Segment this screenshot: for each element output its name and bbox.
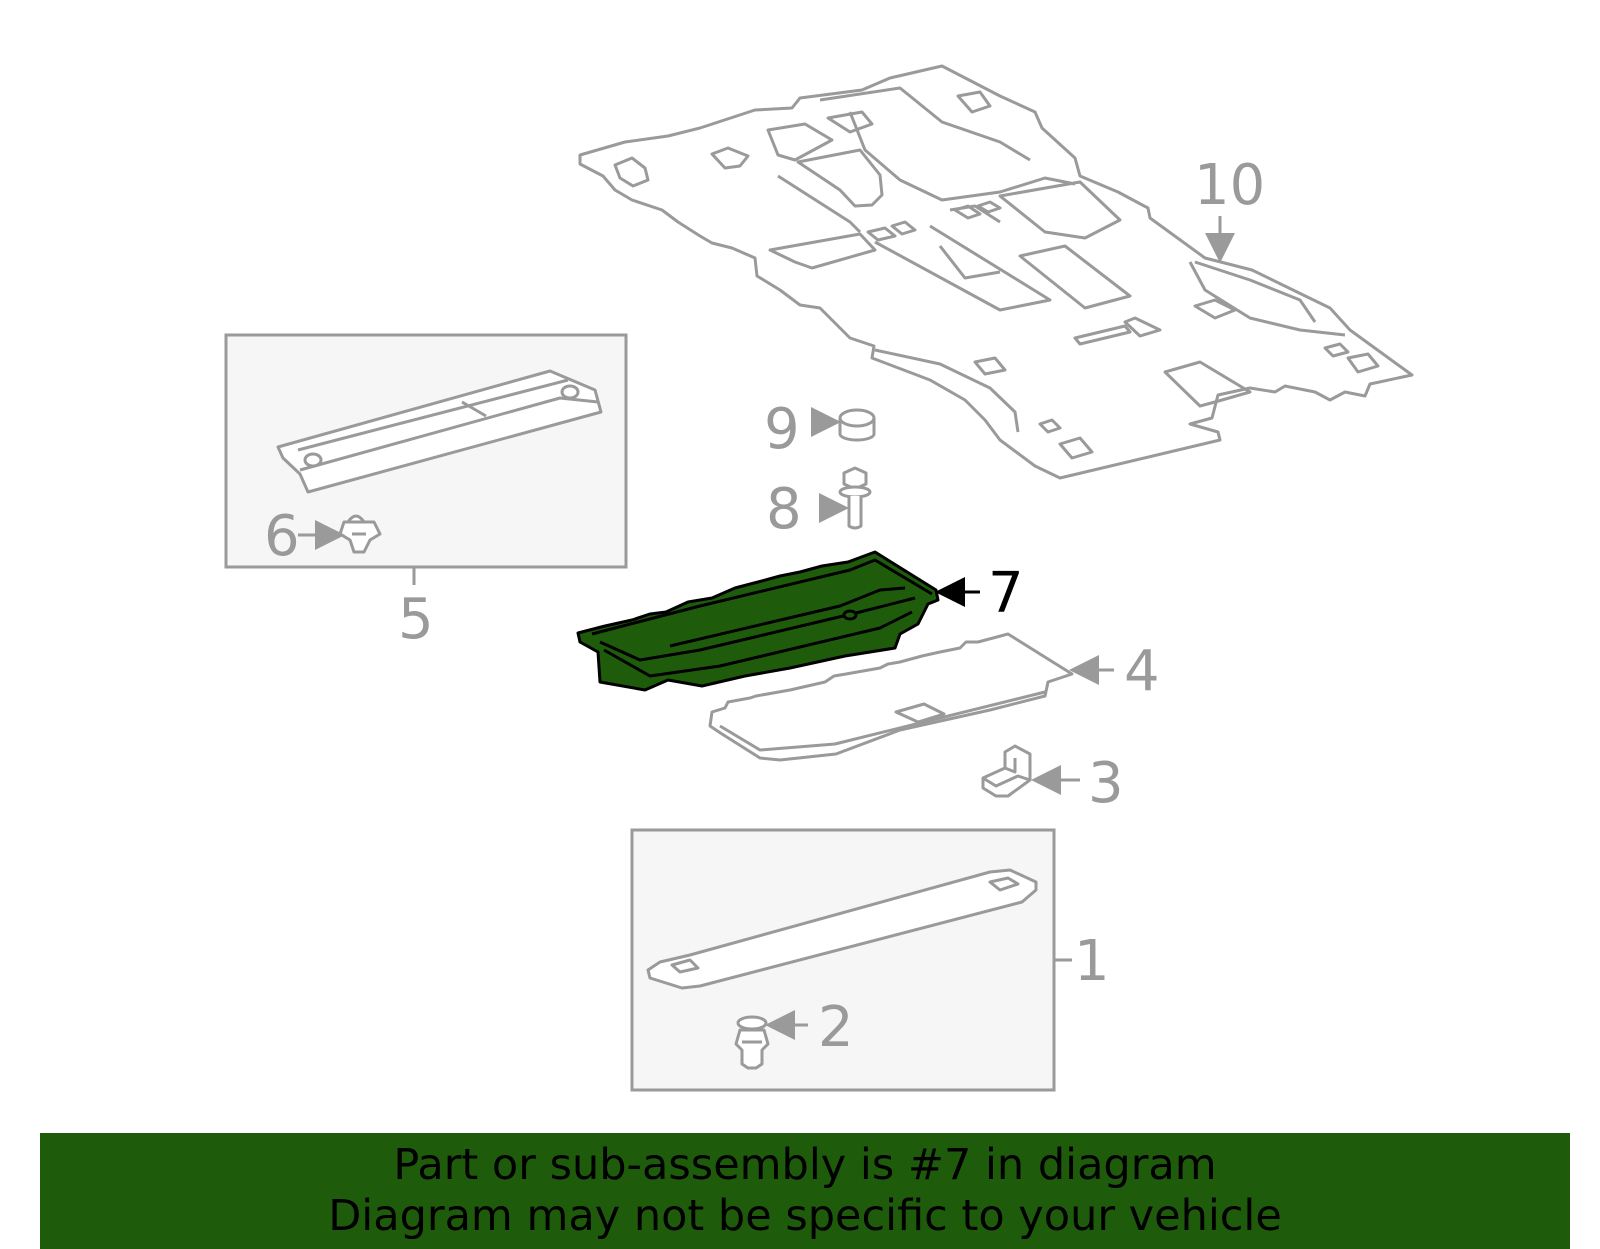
part-4-cover [708,632,1074,762]
callout-8: 8 [766,477,802,542]
callout-6: 6 [264,504,300,569]
part-10-floor-panel [578,64,1414,480]
part-3-bracket [981,744,1032,798]
callout-4: 4 [1124,639,1160,704]
callout-5: 5 [398,587,434,652]
info-banner: Part or sub-assembly is #7 in diagram Di… [40,1133,1570,1249]
banner-line-disclaimer: Diagram may not be specific to your vehi… [328,1191,1282,1241]
callout-9: 9 [764,397,800,462]
callout-1: 1 [1074,929,1110,994]
callout-7: 7 [988,561,1024,626]
part-9-cap [838,408,876,442]
banner-line-part: Part or sub-assembly is #7 in diagram [393,1140,1217,1190]
leader-lines [298,216,1235,1040]
part-8-bolt [838,466,872,530]
part-5-bracket [276,369,603,494]
part-2-clip [734,1015,770,1070]
callout-2: 2 [818,995,854,1060]
part-1-bar [646,868,1038,990]
callout-10: 10 [1194,153,1265,218]
callout-3: 3 [1088,751,1124,816]
